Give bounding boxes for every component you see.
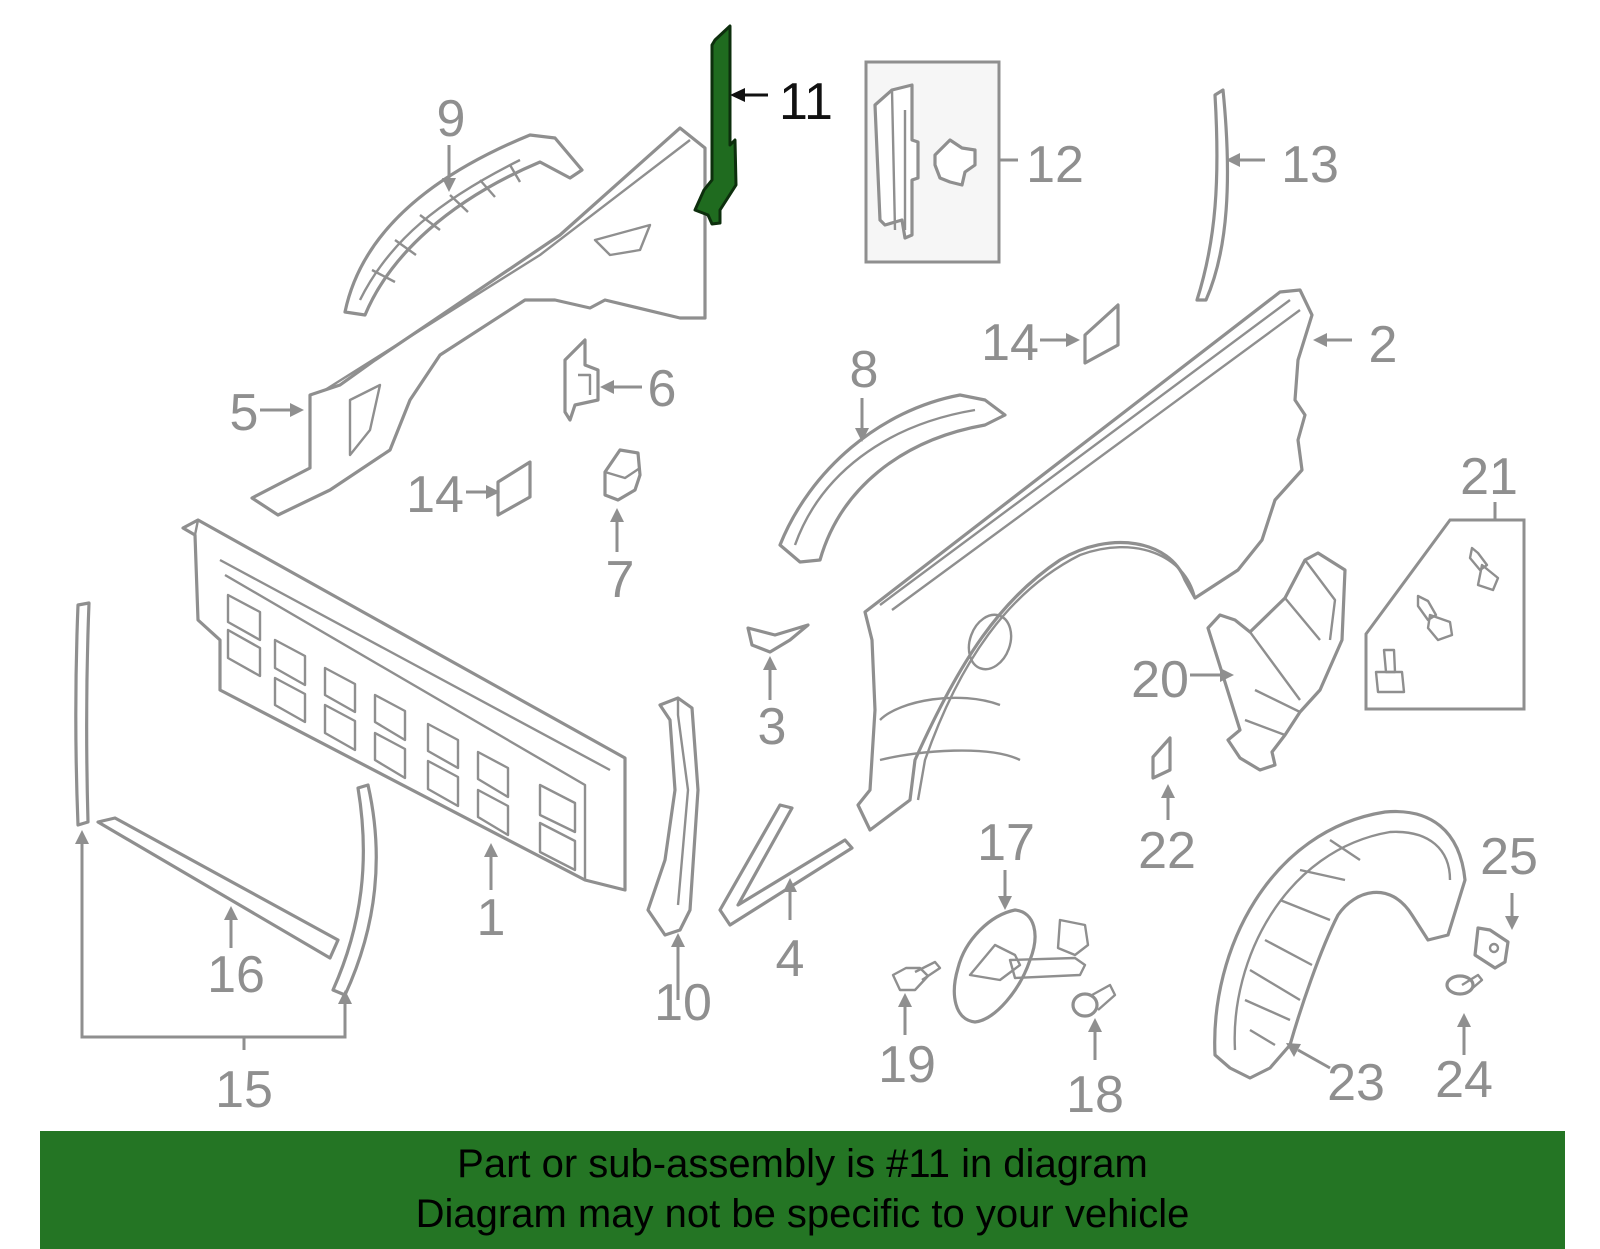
part-5-shape [250, 126, 707, 517]
callout-25: 25 [1480, 828, 1538, 886]
part-23-shape [1213, 809, 1467, 1080]
info-banner: Part or sub-assembly is #11 in diagram D… [40, 1131, 1565, 1249]
callout-9: 9 [437, 90, 466, 148]
part-22-shape [1151, 736, 1172, 780]
part-21-box [1364, 518, 1526, 711]
part-13-shape [1195, 88, 1230, 302]
callout-16: 16 [207, 946, 265, 1004]
callout-14-left: 14 [406, 466, 464, 524]
callout-24: 24 [1435, 1051, 1493, 1109]
banner-part-note: Part or sub-assembly is #11 in diagram [457, 1142, 1148, 1186]
part-2-shape [856, 288, 1314, 832]
callout-labels: 1 2 3 4 5 6 7 8 9 10 11 12 13 14 14 15 1… [207, 73, 1538, 1124]
part-1-shape [181, 518, 627, 892]
part-3-shape [746, 623, 810, 654]
callout-1: 1 [477, 889, 506, 947]
part-14-right-shape [1083, 303, 1120, 365]
callout-4: 4 [776, 930, 805, 988]
callout-14-right: 14 [981, 314, 1039, 372]
part-15-right-strip [331, 783, 378, 997]
callout-23: 23 [1327, 1054, 1385, 1112]
callout-17: 17 [977, 814, 1035, 872]
part-8-shape [778, 393, 1007, 564]
banner-disclaimer: Diagram may not be specific to your vehi… [415, 1192, 1190, 1236]
part-18-shape [1071, 983, 1117, 1018]
part-9-shape [343, 133, 584, 317]
callout-12: 12 [1026, 136, 1084, 194]
callout-7: 7 [606, 551, 635, 609]
callout-6: 6 [648, 360, 677, 418]
part-6-shape [563, 338, 600, 422]
callout-13: 13 [1281, 136, 1339, 194]
part-4-shape [718, 803, 854, 927]
callout-19: 19 [878, 1036, 936, 1094]
part-19-shape [891, 960, 942, 992]
part-16-shape [96, 816, 340, 960]
callout-22: 22 [1138, 822, 1196, 880]
part-12-box [864, 60, 1001, 264]
leader-lines [75, 88, 1519, 1070]
callout-8: 8 [850, 341, 879, 399]
callout-2: 2 [1369, 316, 1398, 374]
part-15-left-strip [74, 601, 91, 827]
callout-3: 3 [758, 698, 787, 756]
part-11-highlighted-shape [693, 24, 738, 226]
part-17-shape [952, 908, 1090, 1024]
part-24-shape [1445, 973, 1484, 996]
callout-18: 18 [1066, 1066, 1124, 1124]
part-20-shape [1206, 551, 1347, 772]
callout-15: 15 [215, 1061, 273, 1119]
callout-21: 21 [1460, 448, 1518, 506]
part-10-shape [646, 696, 700, 937]
part-14-left-shape [496, 460, 532, 517]
callout-11-highlighted: 11 [779, 73, 833, 131]
callout-20: 20 [1131, 651, 1189, 709]
callout-5: 5 [230, 384, 259, 442]
part-7-shape [603, 448, 642, 502]
part-25-shape [1473, 926, 1510, 970]
callout-10: 10 [654, 974, 712, 1032]
